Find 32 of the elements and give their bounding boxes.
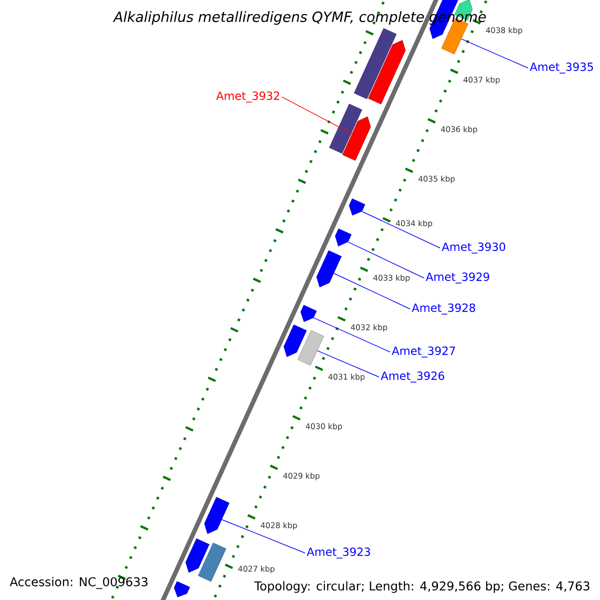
- leader-line: [334, 273, 410, 310]
- gene-label: Amet_3926: [380, 372, 444, 382]
- gene-feature: [204, 496, 230, 534]
- gene-feature: [174, 581, 190, 598]
- leader-line: [222, 519, 306, 554]
- gene-feature: [348, 198, 366, 216]
- gene-feature: [354, 28, 397, 100]
- gene-feature: [368, 40, 406, 104]
- gene-label: Amet_3927: [392, 346, 455, 358]
- gene-label: Amet_3928: [412, 304, 476, 314]
- gene-label: Amet_3930: [442, 242, 506, 254]
- gene-label: Amet_3935: [530, 62, 593, 74]
- gene-feature: [186, 538, 210, 573]
- leader-line: [348, 242, 424, 278]
- genome-summary: Topology: circular; Length: 4,929,566 bp; Genes: 4,763: [254, 581, 590, 593]
- gene-feature: [329, 104, 362, 154]
- leader-line: [313, 318, 390, 352]
- gene-feature: [316, 250, 342, 288]
- gene-feature: [284, 324, 307, 357]
- leader-line: [461, 38, 528, 68]
- gene-feature: [198, 542, 226, 582]
- leader-line: [282, 96, 352, 134]
- gene-feature: [335, 228, 352, 246]
- leader-line: [317, 350, 380, 378]
- gene-label: Amet_3932: [216, 91, 280, 102]
- accession-text: Accession: NC_009633: [10, 577, 148, 590]
- gene-label: Amet_3923: [306, 548, 370, 558]
- gene-feature: [300, 304, 317, 322]
- gene-feature: [342, 116, 371, 161]
- leader-line: [362, 211, 440, 248]
- gene-feature: [298, 330, 324, 366]
- gene-label: Amet_3929: [426, 272, 490, 284]
